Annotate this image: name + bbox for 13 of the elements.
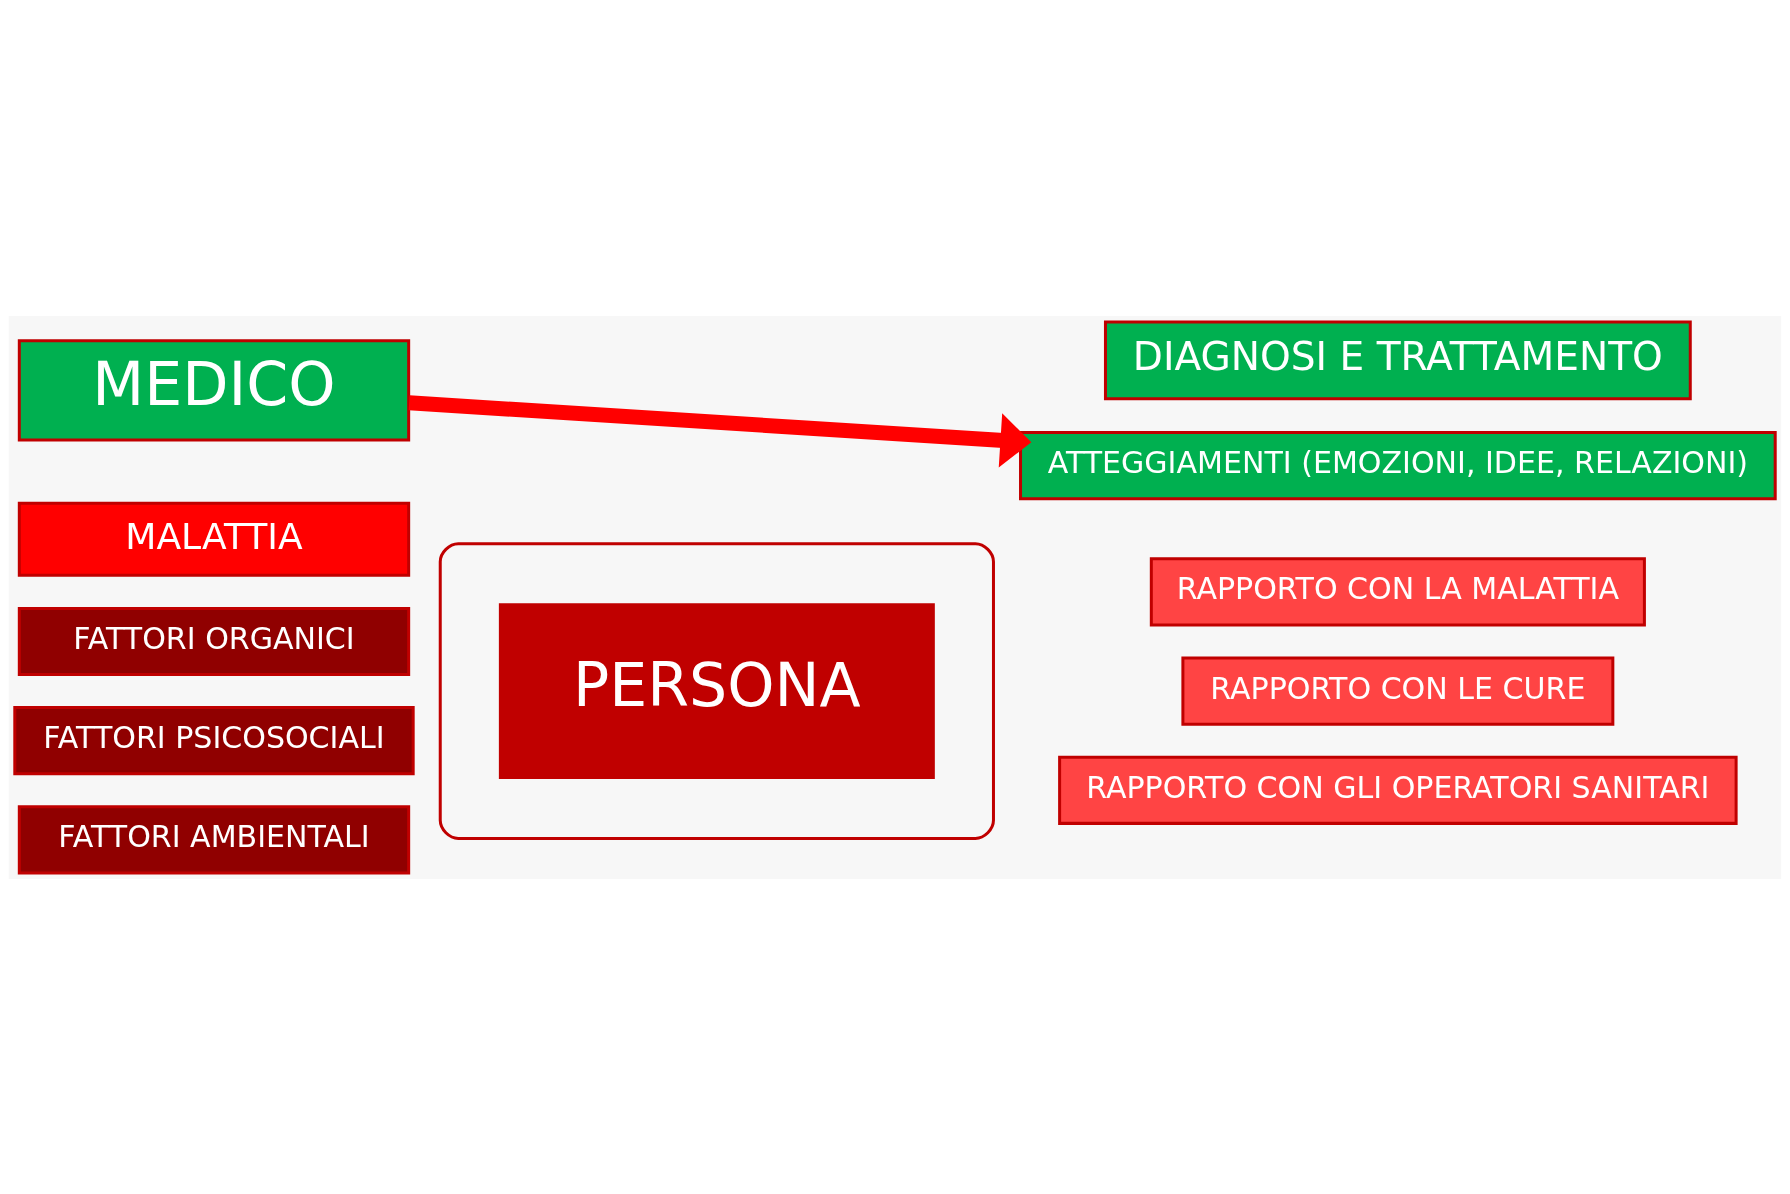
arrow — [408, 394, 1032, 467]
node-box: RAPPORTO CON GLI OPERATORI SANITARI — [1058, 755, 1738, 825]
node-box: MALATTIA — [17, 501, 411, 577]
node-box: RAPPORTO CON LA MALATTIA — [1149, 556, 1646, 626]
cluster — [438, 541, 995, 840]
node-box: DIAGNOSI E TRATTAMENTO — [1103, 320, 1692, 400]
node-box: FATTORI AMBIENTALI — [17, 804, 411, 874]
node-box: FATTORI PSICOSOCIALI — [13, 705, 415, 775]
node-box: FATTORI ORGANICI — [17, 606, 411, 676]
node-box: ATTEGGIAMENTI (EMOZIONI, IDEE, RELAZIONI) — [1019, 430, 1777, 500]
node-box: RAPPORTO CON LE CURE — [1181, 656, 1615, 726]
node-box: MEDICO — [17, 338, 411, 442]
node-box: PERSONA — [498, 602, 935, 779]
